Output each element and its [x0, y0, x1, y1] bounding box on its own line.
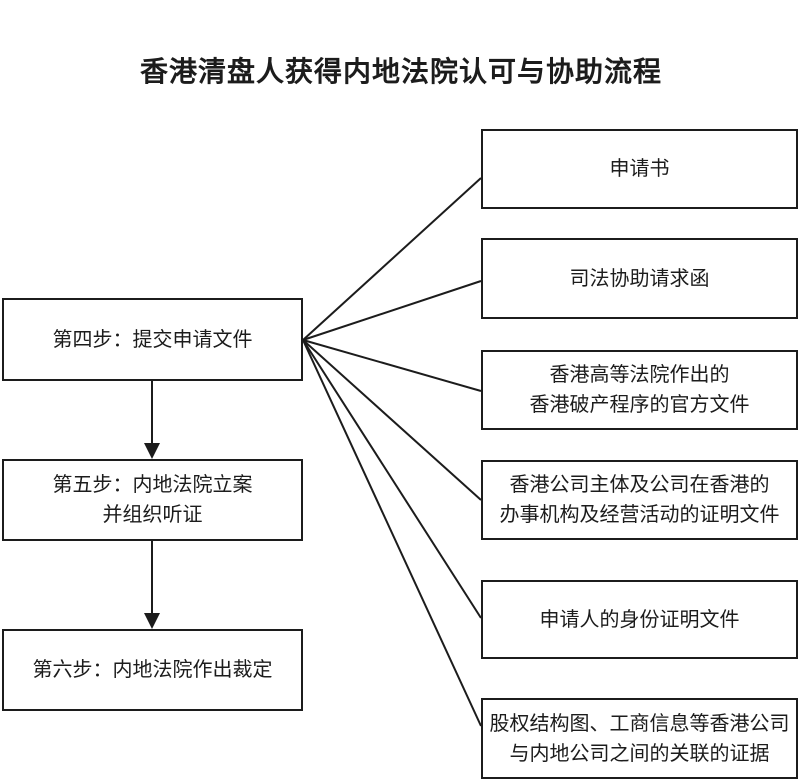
- step-box-court-filing-hearing: 第五步：内地法院立案 并组织听证: [2, 459, 303, 541]
- doc-box-hk-company-proof: 香港公司主体及公司在香港的 办事机构及经营活动的证明文件: [481, 460, 798, 540]
- doc-box-hk-court-official-documents: 香港高等法院作出的 香港破产程序的官方文件: [481, 350, 798, 430]
- step-box-court-ruling: 第六步：内地法院作出裁定: [2, 629, 303, 711]
- arrow-head-step4-step5: [144, 443, 160, 459]
- fan-line-to-doc-3: [302, 339, 482, 392]
- doc-box-application-letter: 申请书: [481, 129, 798, 209]
- fan-line-to-doc-2: [302, 280, 482, 341]
- fan-line-to-doc-1: [302, 177, 482, 341]
- fan-line-to-doc-5: [302, 339, 482, 619]
- step-box-submit-documents: 第四步：提交申请文件: [2, 298, 303, 381]
- diagram-title: 香港清盘人获得内地法院认可与协助流程: [139, 57, 662, 88]
- doc-box-judicial-assistance-request: 司法协助请求函: [481, 238, 798, 319]
- fan-line-to-doc-6: [302, 339, 482, 727]
- doc-box-applicant-identity: 申请人的身份证明文件: [481, 580, 798, 659]
- arrow-head-step5-step6: [144, 613, 160, 629]
- fan-line-to-doc-4: [302, 339, 482, 501]
- doc-box-equity-structure-evidence: 股权结构图、工商信息等香港公司 与内地公司之间的关联的证据: [481, 698, 798, 779]
